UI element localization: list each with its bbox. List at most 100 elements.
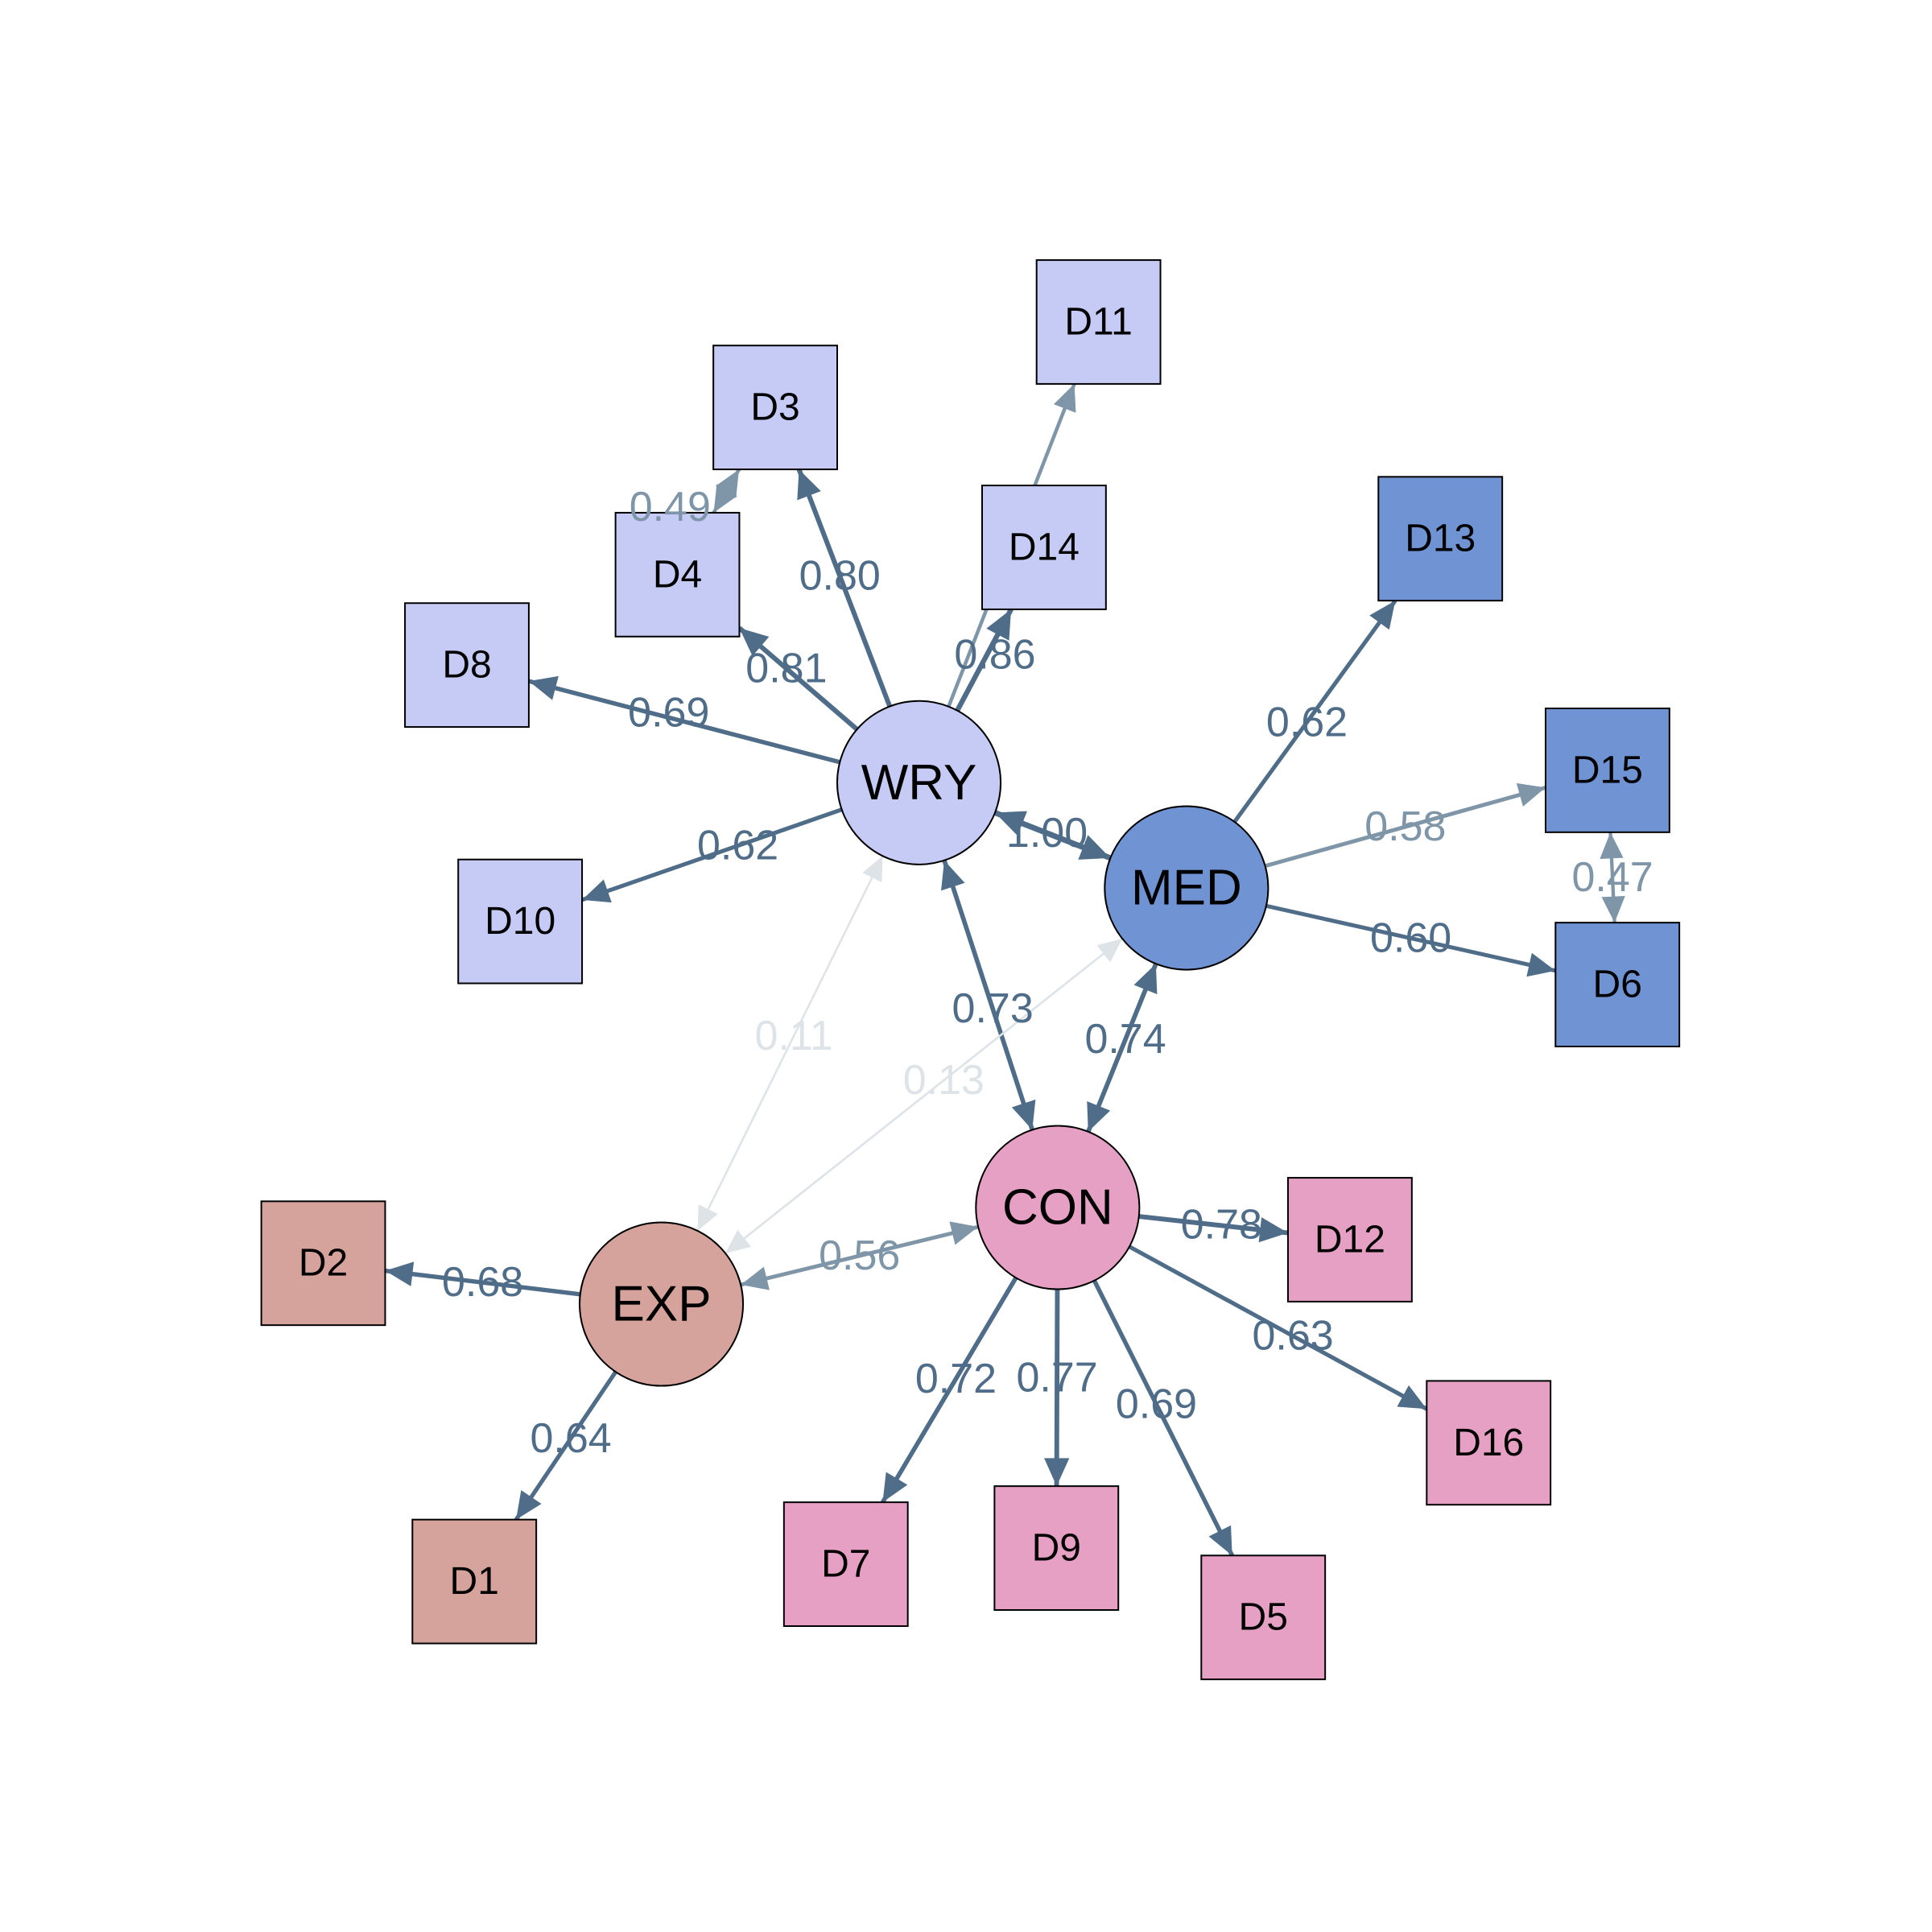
indicator-box [411,1518,538,1645]
arrowhead [949,1221,979,1245]
loading-med-d15 [1264,782,1546,869]
arrowhead [1258,1217,1288,1243]
indicator-label: D3 [750,386,799,429]
arrowhead [741,1266,770,1290]
arrowhead [582,879,612,903]
arrowhead [1516,782,1546,807]
arrowhead [725,1229,751,1253]
covariance-med-con [1086,963,1158,1133]
indicator-node-d14[interactable]: D14 [981,485,1107,610]
edge-label-wry-med: 1.00 [1006,810,1088,857]
indicator-box [1377,476,1504,602]
indicator-node-d10[interactable]: D10 [457,858,584,985]
loading-exp-d1 [514,1370,617,1521]
arrowhead [1133,964,1158,995]
edge-label-con-exp: 0.56 [819,1232,900,1279]
latent-node-exp[interactable]: EXP [579,1221,745,1387]
indicator-label: D16 [1453,1422,1524,1464]
indicator-label: D2 [299,1242,348,1285]
indicator-node-d15[interactable]: D15 [1545,708,1670,833]
edge-label-d3-d4: 0.49 [630,484,711,530]
indicator-box [993,1485,1120,1611]
latent-circle [579,1221,745,1387]
edge-labels-layer: 1.000.730.740.560.110.130.470.490.800.81… [442,484,1653,1462]
edge-line [385,1268,581,1297]
edge-label-wry-exp: 0.11 [754,1013,832,1059]
arrowhead [1397,1385,1427,1410]
indicator-label: D10 [485,900,555,943]
indicator-node-d3[interactable]: D3 [712,345,839,471]
edge-line [514,1370,617,1521]
arrowhead [385,1261,415,1286]
edge-label-med-exp: 0.13 [903,1057,985,1104]
arrowhead [739,628,770,656]
indicator-node-d5[interactable]: D5 [1200,1554,1327,1681]
indicator-node-d8[interactable]: D8 [404,602,530,729]
edge-line [942,859,1035,1131]
indicator-label: D7 [821,1543,870,1586]
edge-label-wry-con: 0.73 [952,985,1034,1032]
indicator-node-d11[interactable]: D11 [1035,259,1162,385]
indicator-box [457,858,584,985]
latent-node-med[interactable]: MED [1104,805,1269,971]
arrowhead [882,1472,908,1503]
indicator-box [1554,922,1681,1047]
indicator-node-d7[interactable]: D7 [782,1501,909,1627]
indicator-box [1287,1177,1413,1302]
indicator-box [712,345,839,471]
arrowhead [1078,835,1111,860]
indicator-label: D4 [653,553,702,596]
arrowhead [941,860,965,891]
edge-label-con-d9: 0.77 [1016,1355,1097,1402]
latent-node-wry[interactable]: WRY [836,700,1002,865]
arrowhead [713,484,737,513]
indicator-node-d16[interactable]: D16 [1426,1380,1552,1506]
edge-label-d15-d6: 0.47 [1571,854,1653,901]
edge-line [724,938,1124,1254]
indicator-node-d12[interactable]: D12 [1287,1177,1413,1302]
arrowhead [862,856,883,883]
indicator-box [782,1501,909,1627]
covariance-d15-d6 [1600,832,1625,923]
edge-line [696,855,884,1232]
indicator-box [1545,708,1670,833]
indicator-label: D15 [1572,749,1643,791]
edges-layer [385,383,1625,1557]
latent-circle [1104,805,1269,971]
indicator-node-d1[interactable]: D1 [411,1518,538,1645]
loading-wry-d10 [581,807,843,903]
loading-con-d12 [1138,1214,1289,1243]
indicator-box [1426,1380,1552,1506]
covariance-med-exp [724,938,1124,1254]
loading-con-d5 [1092,1279,1235,1557]
edge-label-wry-d14: 0.86 [954,632,1035,679]
indicator-node-d6[interactable]: D6 [1554,922,1681,1047]
arrowhead [995,811,1028,836]
indicator-node-d4[interactable]: D4 [614,511,741,638]
indicator-label: D6 [1593,964,1642,1006]
arrowhead [1096,939,1123,963]
edge-line [1092,1279,1235,1557]
edge-line [1264,786,1546,869]
edge-label-wry-d4: 0.81 [745,645,827,691]
arrowhead [528,675,559,700]
edge-line [1265,903,1556,973]
latent-circle [975,1125,1141,1290]
edge-line [796,469,893,708]
arrowhead [697,1204,718,1231]
indicator-node-d2[interactable]: D2 [260,1200,386,1327]
indicator-node-d9[interactable]: D9 [993,1485,1120,1611]
indicator-box [1200,1554,1327,1681]
arrowhead [1369,601,1396,630]
indicator-box [260,1200,386,1327]
edge-label-med-d13: 0.62 [1266,699,1348,745]
loading-wry-d3 [796,469,893,708]
indicator-label: D11 [1064,301,1133,344]
indicator-node-d13[interactable]: D13 [1377,476,1504,602]
indicator-label: D13 [1405,518,1476,560]
arrowhead [1601,895,1625,923]
loading-med-d13 [1232,599,1397,824]
latent-node-con[interactable]: CON [975,1125,1141,1290]
indicator-label: D8 [442,644,491,687]
